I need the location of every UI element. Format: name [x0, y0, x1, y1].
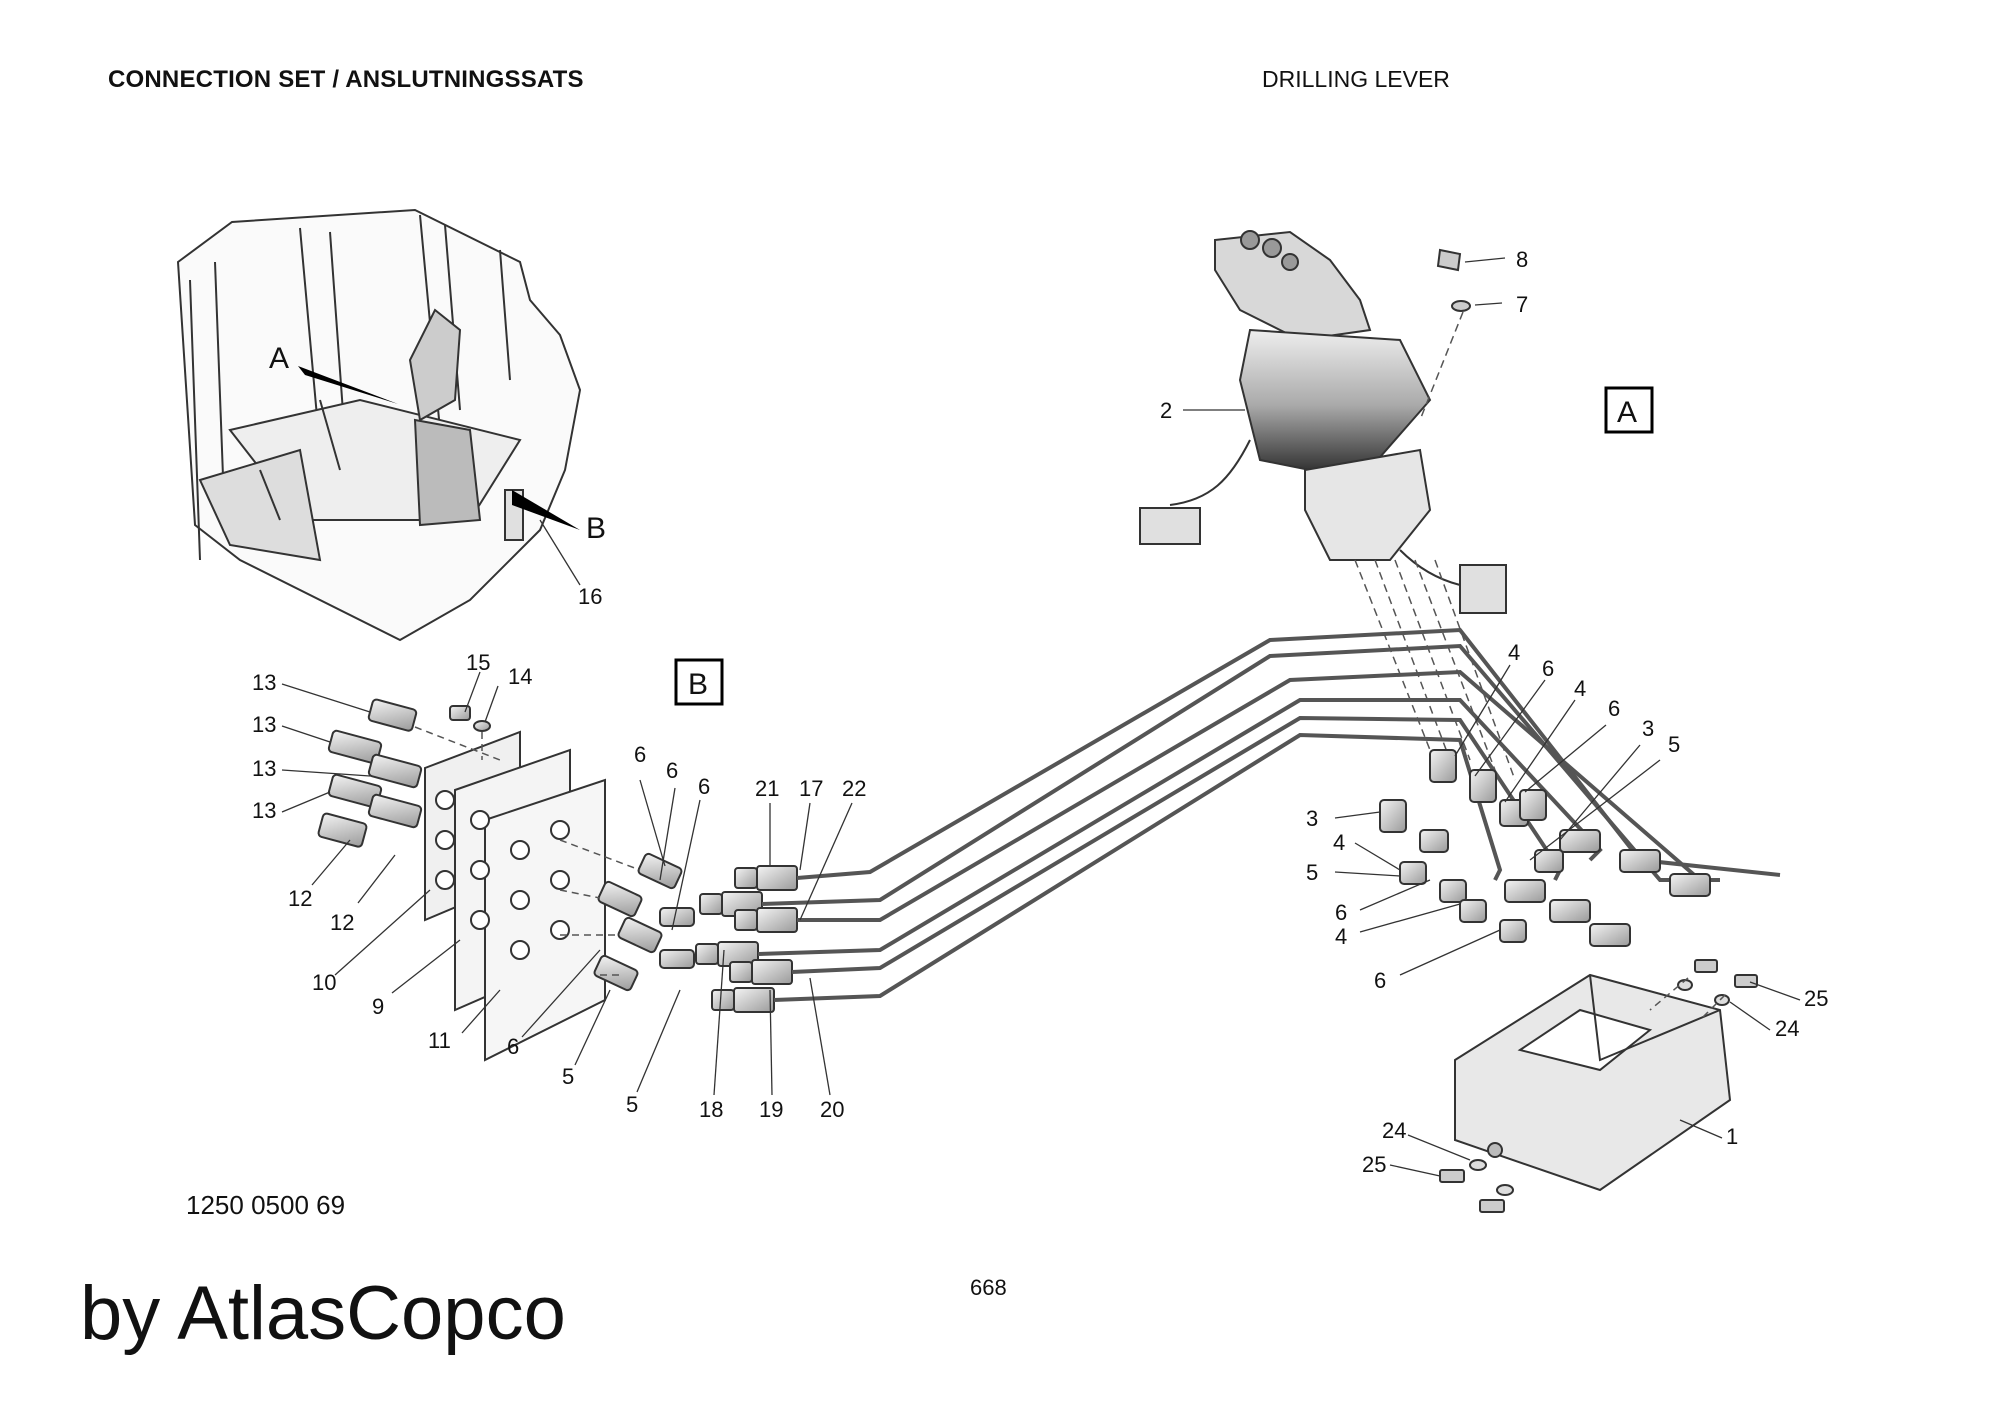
operator-cab-illustration — [176, 208, 582, 642]
elbow-fittings — [593, 852, 695, 992]
callout: 3 — [1306, 806, 1318, 831]
callout: 2 — [1160, 398, 1172, 423]
view-b-label: B — [688, 668, 708, 701]
callout: 13 — [252, 670, 276, 695]
callout: 11 — [428, 1028, 451, 1053]
callout: 4 — [1333, 830, 1345, 855]
page-title: CONNECTION SET / ANSLUTNINGSSATS — [108, 66, 584, 93]
callout: 4 — [1335, 924, 1347, 949]
callout: 16 — [578, 584, 602, 609]
callout-numbers: 13 13 13 13 15 14 12 12 10 9 11 6 5 5 6 … — [252, 247, 1828, 1177]
callout: 5 — [562, 1064, 574, 1089]
cab-label-b: B — [586, 512, 606, 545]
callout: 13 — [252, 798, 276, 823]
callout: 17 — [799, 776, 823, 801]
callout: 4 — [1508, 640, 1520, 665]
plate-stack — [424, 730, 606, 1062]
callout: 1 — [1726, 1124, 1738, 1149]
callout: 13 — [252, 712, 276, 737]
callout: 18 — [699, 1097, 723, 1122]
drawing-number: 1250 0500 69 — [186, 1190, 346, 1220]
callout: 24 — [1775, 1016, 1799, 1041]
callout: 5 — [1668, 732, 1680, 757]
callout: 3 — [1642, 716, 1654, 741]
callout: 13 — [252, 756, 276, 781]
callout: 12 — [330, 910, 354, 935]
cover-box — [1439, 959, 1758, 1213]
callout: 10 — [312, 970, 336, 995]
callout: 5 — [626, 1092, 638, 1117]
callout: 14 — [508, 664, 532, 689]
callout: 24 — [1382, 1118, 1406, 1143]
cover-dashes — [1649, 977, 1726, 1021]
hose-end-fittings — [695, 865, 798, 1013]
cab-label-a: A — [269, 342, 289, 375]
callout: 12 — [288, 886, 312, 911]
callout: 21 — [755, 776, 779, 801]
leader-lines — [281, 257, 1801, 1177]
joystick-assembly — [1139, 230, 1507, 614]
callout: 6 — [1608, 696, 1620, 721]
callout: 8 — [1516, 247, 1528, 272]
view-a-label: A — [1617, 396, 1637, 429]
valve-fittings-right — [1379, 749, 1711, 947]
callout: 7 — [1516, 292, 1528, 317]
cab-pointer-a — [298, 366, 398, 404]
plate-dashes — [414, 726, 641, 976]
page-subtitle: DRILLING LEVER — [1262, 66, 1450, 92]
callout: 6 — [1335, 900, 1347, 925]
callout: 25 — [1362, 1152, 1386, 1177]
callout: 25 — [1804, 986, 1828, 1011]
callout: 20 — [820, 1097, 844, 1122]
callout: 4 — [1574, 676, 1586, 701]
page-number: 668 — [970, 1275, 1007, 1300]
callout: 19 — [759, 1097, 783, 1122]
view-b-box — [674, 658, 724, 706]
callout: 15 — [466, 650, 490, 675]
callout: 9 — [372, 994, 384, 1019]
callout: 6 — [634, 742, 646, 767]
callout: 6 — [507, 1034, 519, 1059]
callout: 6 — [1374, 968, 1386, 993]
callout: 6 — [666, 758, 678, 783]
callout: 6 — [698, 774, 710, 799]
callout: 22 — [842, 776, 866, 801]
cab-pointer-b — [512, 490, 580, 530]
view-a-box — [1604, 386, 1654, 434]
callout: 5 — [1306, 860, 1318, 885]
callout: 6 — [1542, 656, 1554, 681]
brand-watermark: by AtlasCopco — [80, 1271, 566, 1356]
port-fittings-left — [317, 698, 491, 848]
